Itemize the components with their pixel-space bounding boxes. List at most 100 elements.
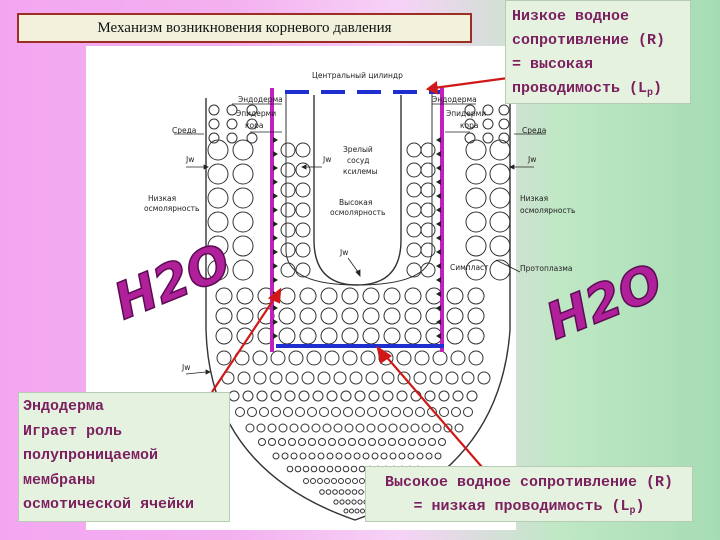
cell [284,390,296,402]
cell [355,423,365,433]
cell [232,259,254,281]
cell [232,211,254,233]
cell [301,371,315,385]
cell [461,371,475,385]
cell [465,139,487,161]
cell [280,222,296,238]
cell [362,307,380,325]
endodermis-arrow-mark [273,165,278,171]
cell [464,118,476,130]
high-res-line-2: = низкая проводимость (L [413,498,630,515]
cell [489,139,511,161]
cell [371,452,379,460]
cell [320,287,338,305]
cell [377,423,387,433]
cell [416,452,424,460]
cell [354,508,360,514]
cell [271,407,281,417]
cell [465,163,487,185]
cell [334,465,342,473]
endodermis-arrow-mark [436,207,441,213]
endo-line-3: полупроницаемой [23,447,159,464]
endodermis-arrow-mark [273,235,278,241]
cell [360,350,376,366]
cell [352,478,358,484]
label-endodermis-right: Эндодерма [432,95,477,104]
label-central-cylinder: Центральный цилиндр [312,71,403,80]
cell [418,438,426,446]
slide-title-text: Механизм возникновения корневого давлени… [97,19,392,36]
cell [389,452,397,460]
cell [388,438,396,446]
cell [207,139,229,161]
cell [466,390,478,402]
cell [322,423,332,433]
label-low-osmolarity-left-2: осмолярность [144,204,199,213]
label-symplast: Симпласт [450,263,489,272]
cell [438,390,450,402]
cell [432,423,442,433]
cell [420,242,436,258]
cell [328,438,336,446]
cell [338,489,345,495]
high-res-line-1: Высокое водное сопротивление (R) [384,474,674,491]
cell [465,259,487,281]
cell [349,508,354,514]
cell [207,163,229,185]
cell [295,262,311,278]
callout-arrows [211,76,509,475]
low-res-line-2: сопротивление (R) [512,32,666,49]
cell [236,307,254,325]
cell [489,235,511,257]
cell [489,187,511,209]
cell [270,350,286,366]
xylem-vessel-outline [313,95,402,286]
cell [420,262,436,278]
cell [280,142,296,158]
cell [451,407,461,417]
cell [446,327,464,345]
endodermis-arrow-mark [273,221,278,227]
cell [317,478,323,484]
cell [446,307,464,325]
cell [280,202,296,218]
cell [226,132,238,144]
cell [421,423,431,433]
cell [420,162,436,178]
cell [414,350,430,366]
cell [339,499,345,505]
low-res-close: ) [653,80,663,97]
cell [278,438,286,446]
high-res-close: ) [635,498,645,515]
cell [489,163,511,185]
endodermis-arrow-mark [436,235,441,241]
cell [295,142,311,158]
cell [286,465,294,473]
endodermis-arrow-mark [436,249,441,255]
label-cortex-right: кора [460,121,478,130]
label-jw-bottom: Jw [181,363,190,372]
label-xylem-1: Зрелый [343,145,373,154]
cell [308,452,316,460]
cell [246,118,258,130]
cell [318,438,326,446]
cell [357,499,363,505]
cell [319,489,325,495]
cell [252,350,268,366]
endo-line-4: мембраны [23,471,96,489]
label-protoplasm: Протоплазма [520,264,572,273]
cell [420,142,436,158]
cell [232,163,254,185]
cell [404,307,422,325]
high-res-subscript: p [629,506,636,517]
cell [295,162,311,178]
endo-line-2: Играет роль [23,422,123,440]
cell [464,104,476,116]
cell [278,307,296,325]
cell [368,390,380,402]
cell [410,423,420,433]
cell [289,423,299,433]
endodermis-arrow-mark [273,193,278,199]
cell [299,287,317,305]
cell [256,390,268,402]
